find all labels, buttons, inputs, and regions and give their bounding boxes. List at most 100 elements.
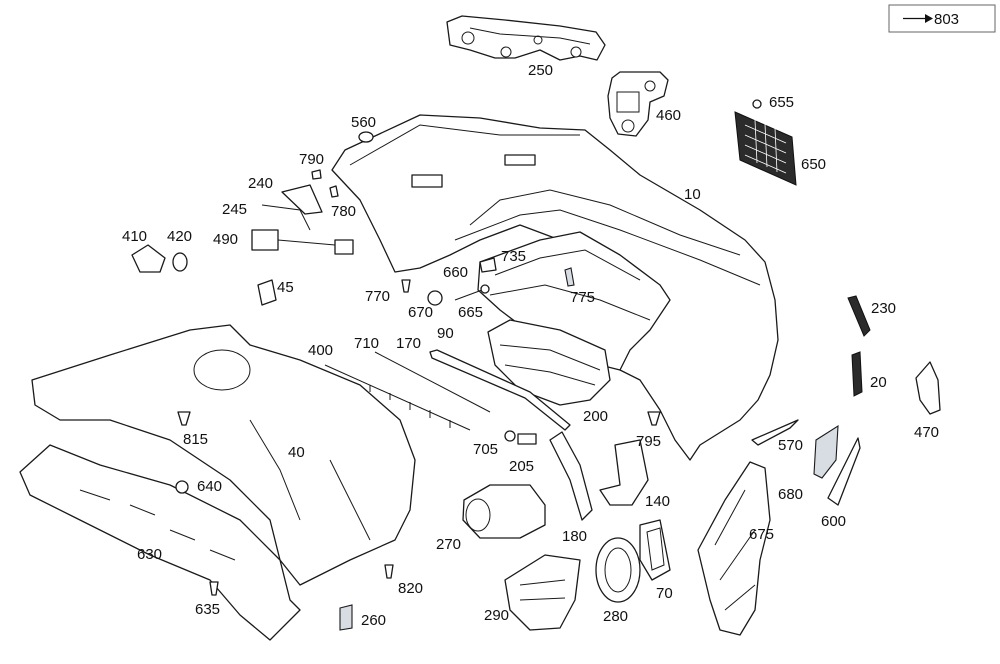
label-260: 260: [361, 612, 386, 629]
part-250-bracket[interactable]: [446, 15, 606, 61]
label-90: 90: [437, 325, 454, 342]
label-705: 705: [473, 441, 498, 458]
part-780-clip[interactable]: [329, 185, 339, 198]
label-200: 200: [583, 408, 608, 425]
part-670-washer[interactable]: [427, 290, 443, 306]
label-560: 560: [351, 114, 376, 131]
part-410-sensor[interactable]: [131, 244, 166, 273]
part-180-trim[interactable]: [549, 431, 593, 521]
label-20: 20: [870, 374, 887, 391]
label-635: 635: [195, 601, 220, 618]
part-820-clip[interactable]: [384, 564, 394, 579]
label-630: 630: [137, 546, 162, 563]
label-665: 665: [458, 304, 483, 321]
part-665-bolt[interactable]: [454, 284, 490, 301]
part-600-trim[interactable]: [827, 437, 861, 506]
reference-box[interactable]: 803: [888, 4, 996, 33]
label-490: 490: [213, 231, 238, 248]
label-770: 770: [365, 288, 390, 305]
part-560-cap[interactable]: [358, 131, 374, 143]
label-280: 280: [603, 608, 628, 625]
label-790: 790: [299, 151, 324, 168]
part-10-bumper-cover[interactable]: [331, 114, 779, 461]
part-490-sensor-cable[interactable]: [251, 229, 354, 255]
label-820: 820: [398, 580, 423, 597]
label-570: 570: [778, 437, 803, 454]
label-230: 230: [871, 300, 896, 317]
label-40: 40: [288, 444, 305, 461]
label-815: 815: [183, 431, 208, 448]
label-420: 420: [167, 228, 192, 245]
label-670: 670: [408, 304, 433, 321]
part-205-clip[interactable]: [517, 433, 537, 445]
part-20-trim[interactable]: [851, 351, 863, 397]
part-420-ring[interactable]: [172, 252, 188, 272]
arrow-right-icon: [903, 14, 933, 23]
part-790-clip[interactable]: [311, 169, 322, 180]
label-45: 45: [277, 279, 294, 296]
label-795: 795: [636, 433, 661, 450]
label-655: 655: [769, 94, 794, 111]
part-795-screw[interactable]: [647, 411, 661, 426]
part-680-reflector[interactable]: [813, 424, 839, 479]
label-460: 460: [656, 107, 681, 124]
label-710: 710: [354, 335, 379, 352]
part-570-trim[interactable]: [751, 419, 799, 446]
label-245: 245: [222, 201, 247, 218]
label-775: 775: [570, 289, 595, 306]
label-675: 675: [749, 526, 774, 543]
part-815-screw[interactable]: [177, 411, 191, 426]
label-250: 250: [528, 62, 553, 79]
part-90-trim-strip[interactable]: [429, 349, 571, 431]
part-470-bracket[interactable]: [915, 361, 941, 415]
label-640: 640: [197, 478, 222, 495]
part-655-screw[interactable]: [752, 99, 762, 109]
part-170-rod[interactable]: [374, 351, 491, 413]
label-660: 660: [443, 264, 468, 281]
label-470: 470: [914, 424, 939, 441]
reference-number: 803: [934, 11, 959, 28]
part-260-pad[interactable]: [339, 604, 353, 631]
label-180: 180: [562, 528, 587, 545]
part-240-seal[interactable]: [281, 184, 323, 215]
label-735: 735: [501, 248, 526, 265]
part-460-housing[interactable]: [607, 71, 669, 137]
part-280-ring[interactable]: [595, 537, 641, 603]
part-40-lower-bumper[interactable]: [31, 324, 416, 586]
part-290-housing[interactable]: [504, 554, 581, 631]
part-775-holder[interactable]: [564, 267, 575, 287]
label-400: 400: [308, 342, 333, 359]
part-70-frame[interactable]: [639, 519, 671, 581]
part-labels: 250 460 655 650 10 560 790 240 245 780 4…: [122, 62, 939, 629]
part-705-nut[interactable]: [504, 430, 516, 442]
label-140: 140: [645, 493, 670, 510]
label-600: 600: [821, 513, 846, 530]
label-70: 70: [656, 585, 673, 602]
part-400-cable[interactable]: [324, 364, 471, 431]
part-735-impact-absorber[interactable]: [477, 231, 671, 371]
part-630-diffuser[interactable]: [19, 444, 301, 641]
part-640-nut[interactable]: [175, 480, 189, 494]
label-780: 780: [331, 203, 356, 220]
label-205: 205: [509, 458, 534, 475]
part-140-bracket[interactable]: [599, 439, 649, 506]
part-245-trim[interactable]: [261, 204, 311, 231]
label-410: 410: [122, 228, 147, 245]
label-240: 240: [248, 175, 273, 192]
part-200-lower-absorber[interactable]: [487, 319, 611, 406]
label-290: 290: [484, 607, 509, 624]
part-660-bracket[interactable]: [479, 257, 497, 273]
part-675-side-bracket[interactable]: [697, 461, 771, 636]
part-650-license-grille[interactable]: [734, 111, 797, 186]
label-650: 650: [801, 156, 826, 173]
part-635-screw[interactable]: [209, 581, 219, 596]
label-270: 270: [436, 536, 461, 553]
part-45-clip[interactable]: [257, 279, 277, 306]
part-270-exhaust-tip[interactable]: [462, 484, 546, 539]
part-770-screw[interactable]: [401, 279, 411, 293]
label-10: 10: [684, 186, 701, 203]
part-230-trim[interactable]: [847, 295, 871, 337]
label-170: 170: [396, 335, 421, 352]
label-680: 680: [778, 486, 803, 503]
